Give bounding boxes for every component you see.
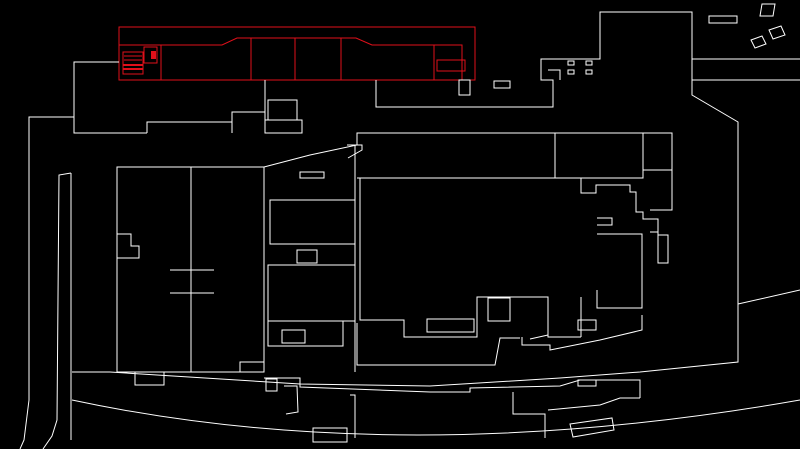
- west-hall-annex: [239, 361, 265, 373]
- central-cabinet: [296, 249, 318, 264]
- south-wing-east: [521, 315, 643, 351]
- far-north-pavilion: [759, 3, 776, 17]
- south-gate-post: [350, 394, 356, 438]
- south-booth: [265, 378, 278, 392]
- highlighted-building[interactable]: [118, 26, 476, 81]
- north-notch: [548, 69, 561, 80]
- north-window: [567, 60, 575, 66]
- south-shelter: [284, 385, 299, 415]
- east-road-edge: [737, 289, 800, 305]
- north-annex[interactable]: [73, 3, 800, 134]
- south-parking-edge: [547, 397, 640, 411]
- north-window: [567, 69, 575, 75]
- south-booth-2: [577, 379, 597, 387]
- red-stair-core: [122, 51, 144, 75]
- central-small-box: [299, 171, 325, 179]
- main-north-wing-east: [555, 133, 644, 179]
- central-room-1: [269, 199, 356, 245]
- red-stair-tread: [123, 68, 143, 70]
- west-road-inner-edge: [42, 172, 72, 449]
- red-fixture: [151, 51, 156, 59]
- red-room-east: [436, 59, 466, 72]
- far-north-shed: [708, 15, 738, 24]
- south-wing-west: [356, 323, 520, 366]
- main-court-room: [487, 297, 511, 322]
- north-window: [585, 69, 593, 75]
- west-hall-porch: [134, 371, 165, 386]
- north-east-block-outline: [375, 11, 693, 108]
- south-curved-road: [71, 399, 800, 436]
- main-north-wing: [357, 133, 556, 179]
- east-site-boundary[interactable]: [72, 80, 800, 387]
- south-wing-kiosk: [577, 319, 597, 331]
- south-wing[interactable]: [356, 315, 643, 366]
- central-room-2: [267, 264, 356, 322]
- south-shed-2: [569, 417, 615, 438]
- west-hall-stair: [117, 233, 140, 259]
- highlighted-building-outline: [118, 26, 476, 81]
- north-west-annex-outline: [73, 61, 147, 134]
- red-stair-tread: [123, 64, 143, 66]
- central-room-3: [267, 321, 344, 347]
- south-outbuilding-line: [264, 377, 641, 398]
- site-perimeter-inner: [72, 80, 739, 387]
- south-parking-block: [512, 392, 546, 438]
- central-cabinet-2: [281, 329, 306, 344]
- main-east-niche: [597, 217, 613, 226]
- west-hall[interactable]: [116, 166, 265, 386]
- central-top-outline: [263, 132, 673, 211]
- south-wing-link: [529, 334, 549, 340]
- main-east-hall: [596, 233, 643, 309]
- main-courtyard: [359, 178, 581, 338]
- west-access-road[interactable]: [19, 116, 74, 449]
- central-link-block[interactable]: [263, 132, 673, 372]
- main-complex[interactable]: [357, 133, 672, 338]
- highlighted-building-inner-roofline: [119, 37, 463, 80]
- main-east-stepped-wall: [580, 178, 669, 264]
- red-lift-core: [143, 46, 158, 64]
- far-north-kiosk-a: [768, 25, 786, 40]
- west-road-outer-edge: [19, 116, 74, 449]
- south-shed-1: [312, 427, 348, 443]
- north-window: [585, 60, 593, 66]
- north-hut: [493, 80, 511, 89]
- north-step-wall: [146, 80, 266, 133]
- north-small-room: [267, 99, 298, 121]
- north-entrance-block: [264, 100, 303, 134]
- north-kiosk: [458, 79, 471, 96]
- main-court-bench: [426, 318, 475, 333]
- far-north-kiosk-b: [750, 35, 767, 49]
- south-boundary[interactable]: [71, 377, 800, 443]
